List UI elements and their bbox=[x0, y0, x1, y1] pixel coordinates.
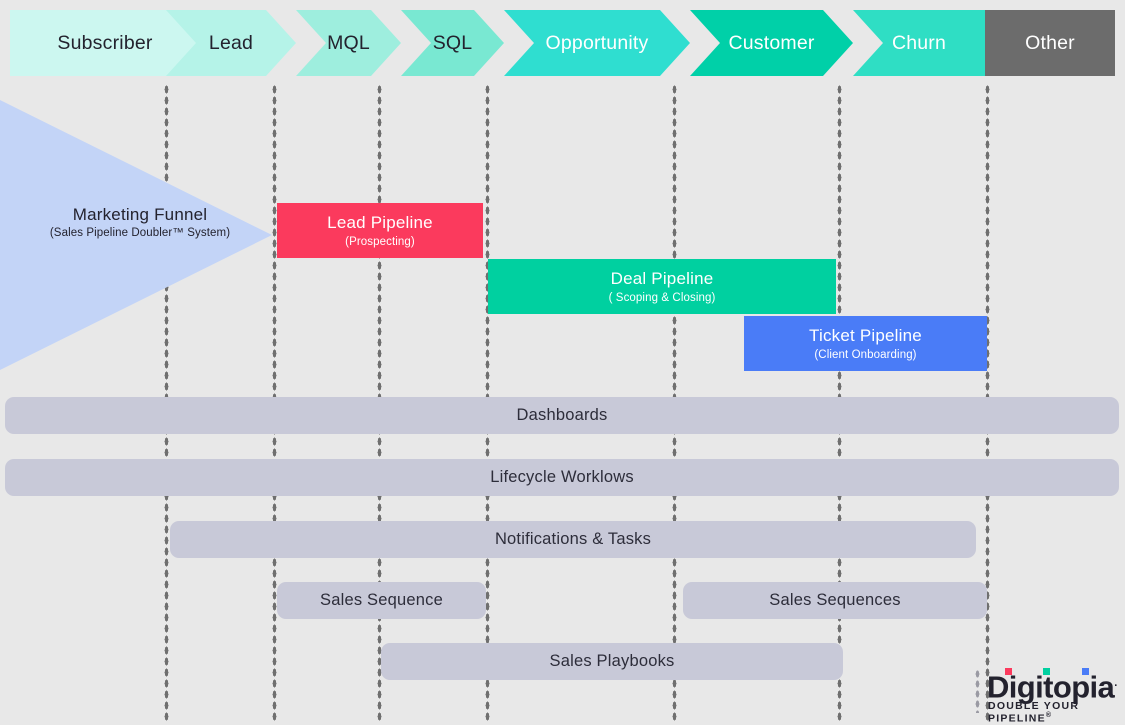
stage-shape-mql[interactable] bbox=[296, 10, 401, 76]
logo-i-dot-1 bbox=[1005, 668, 1012, 675]
stage-shape-subscriber[interactable] bbox=[10, 10, 200, 76]
logo-tagline: DOUBLE YOUR PIPELINE® bbox=[988, 700, 1119, 725]
logo-wordmark-text: Digitopia bbox=[987, 669, 1115, 705]
logo-wordmark: Digitopia. bbox=[987, 665, 1117, 705]
stage-shape-churn[interactable] bbox=[853, 10, 985, 76]
ticket-pipeline-bar[interactable]: Ticket Pipeline (Client Onboarding) bbox=[744, 316, 987, 371]
capability-bar-sales-sequences[interactable]: Sales Sequences bbox=[683, 582, 987, 619]
logo-trademark: . bbox=[1114, 677, 1118, 689]
capability-bar-sales-sequence[interactable]: Sales Sequence bbox=[277, 582, 486, 619]
stage-shape-customer[interactable] bbox=[690, 10, 853, 76]
lead-pipeline-subtitle: (Prospecting) bbox=[345, 235, 415, 248]
stage-shape-lead[interactable] bbox=[166, 10, 296, 76]
funnel-triangle-svg bbox=[0, 100, 272, 370]
capability-bar-dashboards[interactable]: Dashboards bbox=[5, 397, 1119, 434]
lead-pipeline-title: Lead Pipeline bbox=[327, 213, 433, 233]
logo-tagline-trademark: ® bbox=[1045, 712, 1052, 719]
ticket-pipeline-title: Ticket Pipeline bbox=[809, 326, 922, 346]
deal-pipeline-subtitle: ( Scoping & Closing) bbox=[608, 291, 716, 304]
deal-pipeline-bar[interactable]: Deal Pipeline ( Scoping & Closing) bbox=[488, 259, 836, 314]
logo-i-dot-3 bbox=[1082, 668, 1089, 675]
capability-bar-lifecycle-workflows[interactable]: Lifecycle Worklows bbox=[5, 459, 1119, 496]
deal-pipeline-title: Deal Pipeline bbox=[610, 269, 714, 289]
stage-chevrons-svg bbox=[10, 10, 1115, 76]
lead-pipeline-bar[interactable]: Lead Pipeline (Prospecting) bbox=[277, 203, 483, 258]
lifecycle-stage-header: Subscriber Lead MQL SQL Opportunity Cust… bbox=[10, 10, 1115, 76]
logo-dots-decoration bbox=[975, 669, 980, 713]
capability-bar-notifications-tasks[interactable]: Notifications & Tasks bbox=[170, 521, 976, 558]
stage-shape-opportunity[interactable] bbox=[504, 10, 690, 76]
logo-tagline-text: DOUBLE YOUR PIPELINE bbox=[988, 700, 1080, 725]
stage-shape-other[interactable] bbox=[985, 10, 1115, 76]
marketing-funnel-shape[interactable] bbox=[0, 100, 272, 370]
digitopia-logo: Digitopia. DOUBLE YOUR PIPELINE® bbox=[973, 665, 1119, 725]
ticket-pipeline-subtitle: (Client Onboarding) bbox=[814, 348, 917, 361]
capability-bar-sales-playbooks[interactable]: Sales Playbooks bbox=[381, 643, 843, 680]
logo-i-dot-2 bbox=[1043, 668, 1050, 675]
stage-shape-sql[interactable] bbox=[401, 10, 504, 76]
